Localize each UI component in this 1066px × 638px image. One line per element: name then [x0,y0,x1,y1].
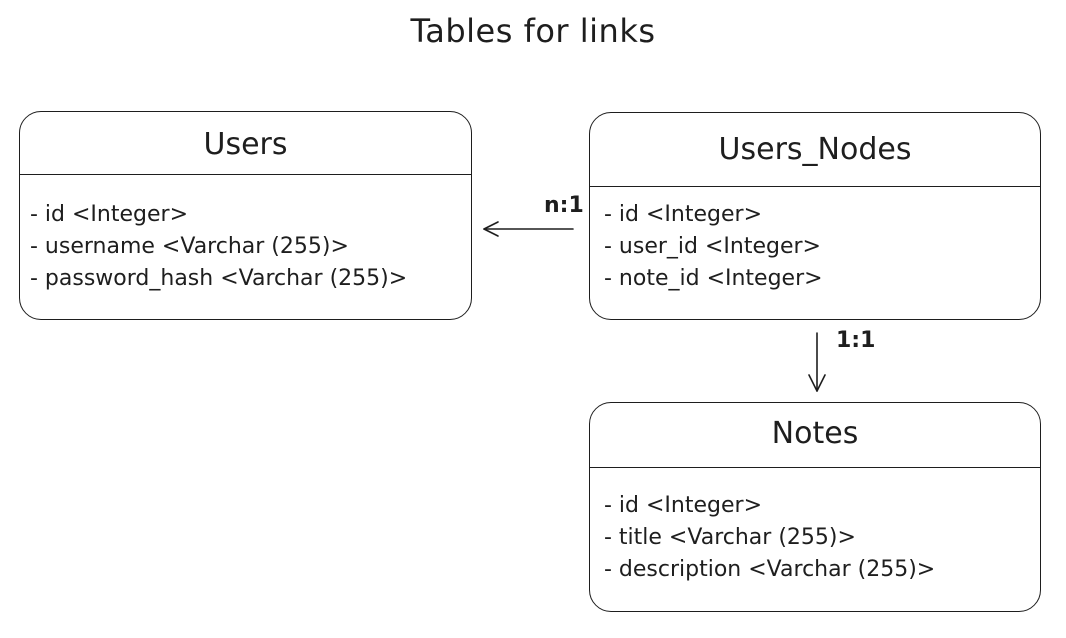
relation-label-n-to-1: n:1 [544,193,584,218]
arrow-users-nodes-to-notes [808,332,826,392]
table-notes: Notes - id <Integer> - title <Varchar (2… [589,402,1041,612]
field-users-nodes-id: - id <Integer> [604,202,763,227]
field-users-id: - id <Integer> [30,202,189,227]
field-users-username: - username <Varchar (255)> [30,234,349,259]
diagram-title: Tables for links [410,12,656,50]
field-users-password-hash: - password_hash <Varchar (255)> [30,266,408,291]
table-users-nodes-name: Users_Nodes [590,113,1040,187]
table-users-nodes-fields: - id <Integer> - user_id <Integer> - not… [590,187,1040,295]
field-users-nodes-note-id: - note_id <Integer> [604,266,823,291]
table-users-nodes: Users_Nodes - id <Integer> - user_id <In… [589,112,1041,320]
arrow-head [808,374,826,392]
table-notes-name: Notes [590,403,1040,468]
field-users-nodes-user-id: - user_id <Integer> [604,234,821,259]
relation-label-1-to-1: 1:1 [836,328,876,353]
table-notes-fields: - id <Integer> - title <Varchar (255)> -… [590,468,1040,586]
table-users-name: Users [20,112,471,175]
arrow-users-nodes-to-users [483,221,574,237]
field-notes-description: - description <Varchar (255)> [604,557,936,582]
table-users-fields: - id <Integer> - username <Varchar (255)… [20,175,471,295]
field-notes-id: - id <Integer> [604,493,763,518]
field-notes-title: - title <Varchar (255)> [604,525,856,550]
arrow-head [483,221,499,237]
table-users: Users - id <Integer> - username <Varchar… [19,111,472,320]
